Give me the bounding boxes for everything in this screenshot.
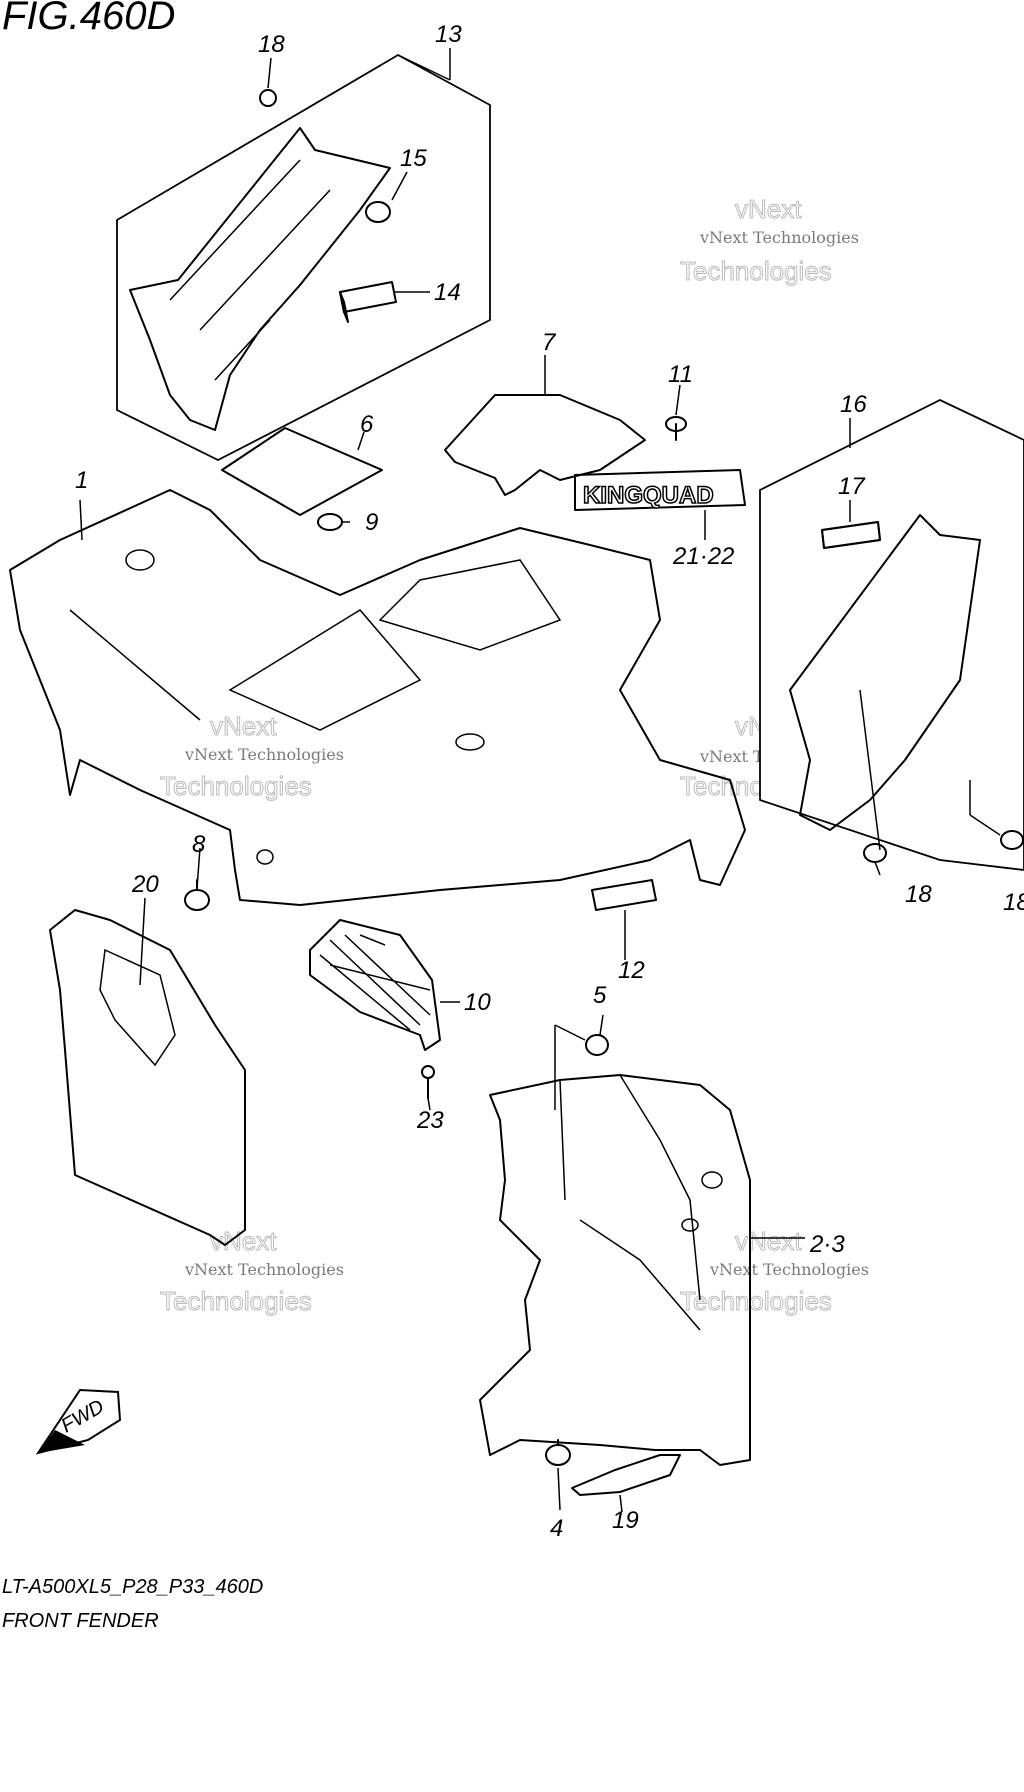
subassembly-box-13 <box>116 53 491 462</box>
callout-21-22: 21·22 <box>672 543 734 570</box>
panel-part-20 <box>49 909 246 1246</box>
watermark-top-text: vNext <box>735 194 802 224</box>
callout-7: 7 <box>542 329 557 356</box>
screw-part-23 <box>421 1065 435 1099</box>
callout-1: 1 <box>75 467 88 494</box>
callout-5: 5 <box>593 982 607 1009</box>
watermark-text: vNext Technologies <box>184 745 344 764</box>
callout-11: 11 <box>668 361 693 388</box>
cover-part-6 <box>221 427 383 516</box>
mudguard-part-2-3 <box>479 1074 751 1466</box>
cover-part-7 <box>444 394 646 496</box>
callout-labels: 1 2·3 4 5 6 7 8 9 10 11 12 13 14 15 16 1… <box>75 21 1024 1542</box>
watermark-top-text: vNext <box>210 711 277 741</box>
grommet-part-9 <box>317 513 343 531</box>
grille-part-10 <box>309 919 441 1051</box>
callout-9: 9 <box>365 509 378 536</box>
figure-title: FIG.460D <box>2 0 176 38</box>
bolt-part-18-right <box>1000 830 1024 850</box>
callout-18-right: 18 <box>1003 889 1024 916</box>
watermark-big-text: Technologies <box>680 1286 832 1316</box>
section-name: FRONT FENDER <box>2 1610 159 1632</box>
clip-part-4 <box>545 1439 571 1466</box>
watermark-2: vNext vNext Technologies Technologies <box>680 194 859 287</box>
watermark-big-text: Technologies <box>680 256 832 286</box>
screw-part-11 <box>665 416 687 441</box>
watermark-big-text: Technologies <box>160 771 312 801</box>
watermark-5: vNext vNext Technologies Technologies <box>160 1226 344 1317</box>
watermark-top-text: vNext <box>735 1226 802 1256</box>
leader-lines <box>79 48 1001 1513</box>
callout-16: 16 <box>840 391 867 418</box>
callout-17: 17 <box>838 473 866 500</box>
watermark-3: vNext vNext Technologies Technologies <box>160 711 344 802</box>
pad-part-12 <box>591 879 657 911</box>
callout-10: 10 <box>464 989 491 1016</box>
watermark-big-text: Technologies <box>160 1286 312 1316</box>
emblem-part-21-22: KINGQUAD <box>574 469 746 511</box>
callout-6: 6 <box>360 411 374 438</box>
watermark-text: vNext Technologies <box>699 228 859 247</box>
front-fender-part-1 <box>9 489 746 906</box>
callout-12: 12 <box>618 957 645 984</box>
bolt-part-18-mid <box>863 843 887 863</box>
forward-arrow-icon: FWD <box>35 1388 122 1455</box>
watermark-text: vNext Technologies <box>184 1260 344 1279</box>
watermark-text: vNext Technologies <box>709 1260 869 1279</box>
callout-18-mid: 18 <box>905 881 932 908</box>
emblem-text: KINGQUAD <box>583 482 714 509</box>
pad-part-17 <box>821 521 881 549</box>
callout-23: 23 <box>416 1107 444 1134</box>
callout-4: 4 <box>550 1515 563 1542</box>
callout-14: 14 <box>434 279 461 306</box>
callout-18-top: 18 <box>258 31 285 58</box>
callout-13: 13 <box>435 21 462 48</box>
watermark-6: vNext vNext Technologies Technologies <box>680 1226 869 1317</box>
callout-20: 20 <box>131 871 159 898</box>
model-code: LT-A500XL5_P28_P33_460D <box>2 1576 264 1598</box>
callout-15: 15 <box>400 145 427 172</box>
strip-part-19 <box>571 1454 681 1496</box>
callout-19: 19 <box>612 1507 639 1534</box>
clip-part-5 <box>554 1024 609 1110</box>
callout-8: 8 <box>192 831 206 858</box>
subassembly-box-16 <box>759 398 1024 871</box>
callout-2-3: 2·3 <box>809 1231 845 1258</box>
